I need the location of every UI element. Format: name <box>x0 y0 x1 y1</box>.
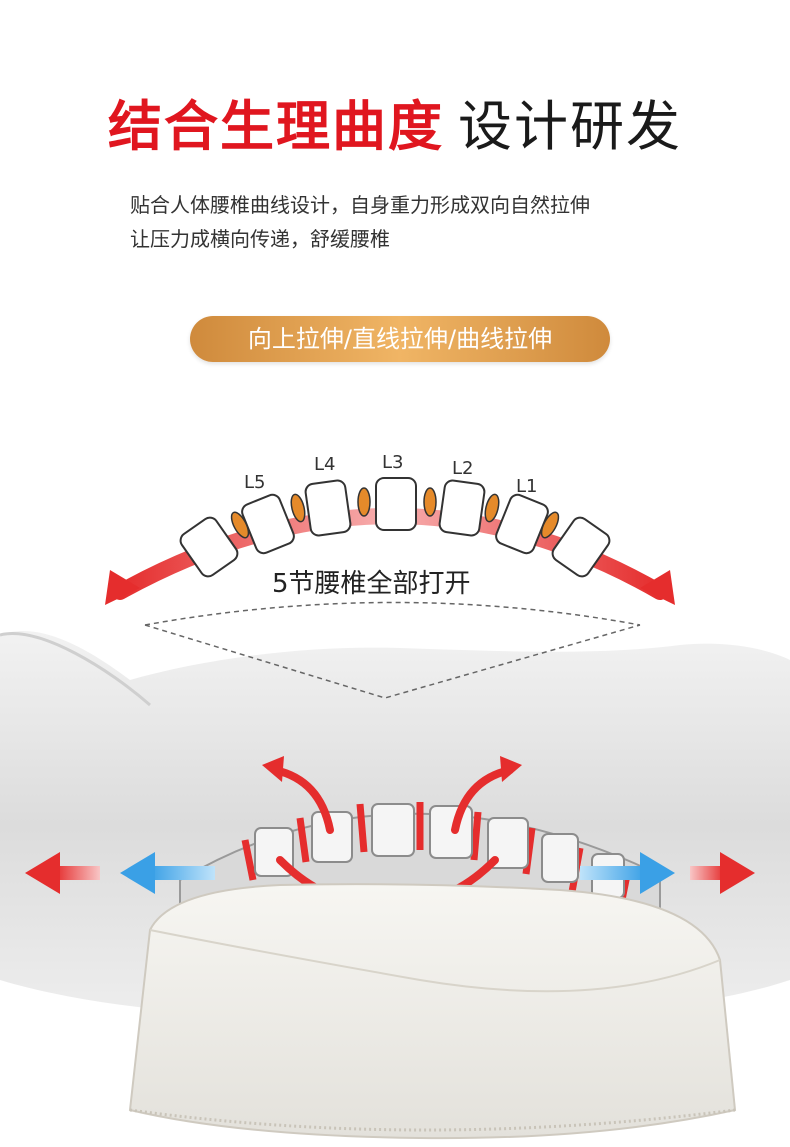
stretch-arrow-icon <box>25 852 755 894</box>
vertebral-discs <box>230 487 560 539</box>
lumbar-pillow <box>128 883 737 1140</box>
curve-guide-lines <box>144 601 641 699</box>
vertebra-label-l1: L1 <box>516 476 537 497</box>
vertebra-label-l5: L5 <box>244 472 265 493</box>
product-illustration: L5 L4 L3 L2 L1 5节腰椎全部打开 <box>0 452 790 1140</box>
vertebrae-diagram <box>179 477 611 578</box>
vertebra-label-l2: L2 <box>452 458 473 479</box>
description: 贴合人体腰椎曲线设计，自身重力形成双向自然拉伸 让压力成横向传递，舒缓腰椎 <box>130 188 730 256</box>
vertebra-label-l3: L3 <box>382 452 403 473</box>
vertebrae-caption: 5节腰椎全部打开 <box>272 569 471 599</box>
vertebra-label-l4: L4 <box>314 454 335 475</box>
description-line-1: 贴合人体腰椎曲线设计，自身重力形成双向自然拉伸 <box>130 193 590 217</box>
description-line-2: 让压力成横向传递，舒缓腰椎 <box>130 227 390 251</box>
stretch-modes-pill: 向上拉伸/直线拉伸/曲线拉伸 <box>190 316 610 362</box>
headline-dark-text: 设计研发 <box>458 95 682 158</box>
headline-red-text: 结合生理曲度 <box>108 95 444 158</box>
headline: 结合生理曲度设计研发 <box>0 92 790 162</box>
